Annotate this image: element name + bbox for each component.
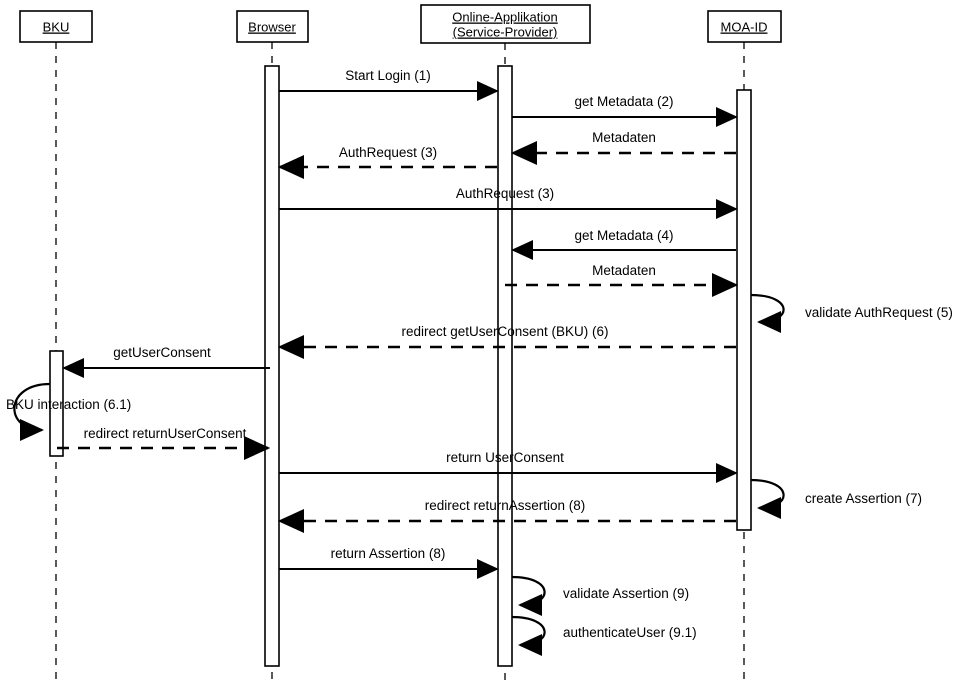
message-label-7: Metadaten	[592, 263, 656, 278]
lifeline-header-box-oa[interactable]	[420, 4, 591, 44]
activation-bar-bku	[49, 350, 64, 457]
message-label-8: redirect getUserConsent (BKU) (6)	[401, 324, 608, 339]
messages-layer: Start Login (1) get Metadata (2) Metadaten…	[57, 68, 739, 580]
message-label-1: Start Login (1)	[345, 68, 431, 83]
lifeline-label-oa: Online-Applikation(Service-Provider)	[452, 10, 558, 40]
sm-validate-authrequest-loop[interactable]	[750, 293, 785, 334]
message-label-2: get Metadata (2)	[574, 94, 673, 109]
message-10[interactable]: redirect returnUserConsent	[57, 426, 271, 461]
sm-bku-interaction[interactable]: BKU interaction (6.1)	[6, 382, 131, 442]
message-3[interactable]: Metadaten	[510, 130, 736, 166]
self-messages-layer: validate AuthRequest (5) BKU interaction …	[6, 293, 953, 657]
message-label-9: getUserConsent	[113, 345, 211, 360]
message-label-4: AuthRequest (3)	[339, 145, 437, 160]
message-5[interactable]: AuthRequest (3)	[279, 186, 738, 220]
lifeline-header-box-moa[interactable]	[707, 10, 782, 43]
sm-authenticate-user-loop[interactable]	[511, 615, 546, 657]
sm-validate-assertion-label: validate Assertion (9)	[563, 586, 689, 601]
lifeline-label-moa: MOA-ID	[721, 20, 768, 35]
message-12[interactable]: redirect returnAssertion (8)	[277, 498, 736, 534]
message-8[interactable]: redirect getUserConsent (BKU) (6)	[277, 324, 736, 360]
sm-validate-authrequest[interactable]: validate AuthRequest (5)	[750, 293, 953, 334]
sm-bku-interaction-label: BKU interaction (6.1)	[6, 397, 131, 412]
message-label-13: return Assertion (8)	[331, 546, 446, 561]
lifeline-header-box-browser[interactable]	[236, 10, 309, 43]
sm-create-assertion-label: create Assertion (7)	[805, 491, 922, 506]
sm-validate-assertion-loop[interactable]	[511, 575, 546, 617]
sm-bku-interaction-loop[interactable]	[13, 382, 51, 442]
message-1[interactable]: Start Login (1)	[279, 68, 499, 102]
sm-authenticate-user-label: authenticateUser (9.1)	[563, 625, 697, 640]
message-6[interactable]: get Metadata (4)	[511, 228, 736, 261]
lifeline-moa: MOA-ID	[707, 10, 782, 682]
message-9[interactable]: getUserConsent	[62, 345, 270, 379]
message-label-5: AuthRequest (3)	[456, 186, 554, 201]
message-13[interactable]: return Assertion (8)	[279, 546, 499, 580]
sm-create-assertion[interactable]: create Assertion (7)	[750, 478, 922, 520]
activation-bar-moa	[736, 89, 752, 531]
message-4[interactable]: AuthRequest (3)	[277, 145, 497, 180]
sm-create-assertion-loop[interactable]	[750, 478, 785, 520]
lifeline-header-box-bku[interactable]	[19, 10, 93, 43]
lifeline-bku: BKU	[19, 10, 93, 682]
message-label-12: redirect returnAssertion (8)	[425, 498, 586, 513]
lifeline-label-browser: Browser	[248, 20, 296, 35]
sm-validate-assertion[interactable]: validate Assertion (9)	[511, 575, 689, 617]
sm-validate-authrequest-label: validate AuthRequest (5)	[805, 305, 953, 320]
activation-bar-oa	[497, 65, 513, 667]
message-label-3: Metadaten	[592, 130, 656, 145]
message-11[interactable]: return UserConsent	[279, 450, 738, 484]
sm-authenticate-user[interactable]: authenticateUser (9.1)	[511, 615, 697, 657]
message-7[interactable]: Metadaten	[505, 263, 739, 298]
activations-layer	[49, 65, 752, 667]
activation-bar-browser	[264, 65, 280, 667]
message-label-6: get Metadata (4)	[574, 228, 673, 243]
message-label-10: redirect returnUserConsent	[84, 426, 247, 441]
message-2[interactable]: get Metadata (2)	[512, 94, 738, 128]
message-label-11: return UserConsent	[446, 450, 564, 465]
lifeline-label-bku: BKU	[43, 20, 70, 35]
